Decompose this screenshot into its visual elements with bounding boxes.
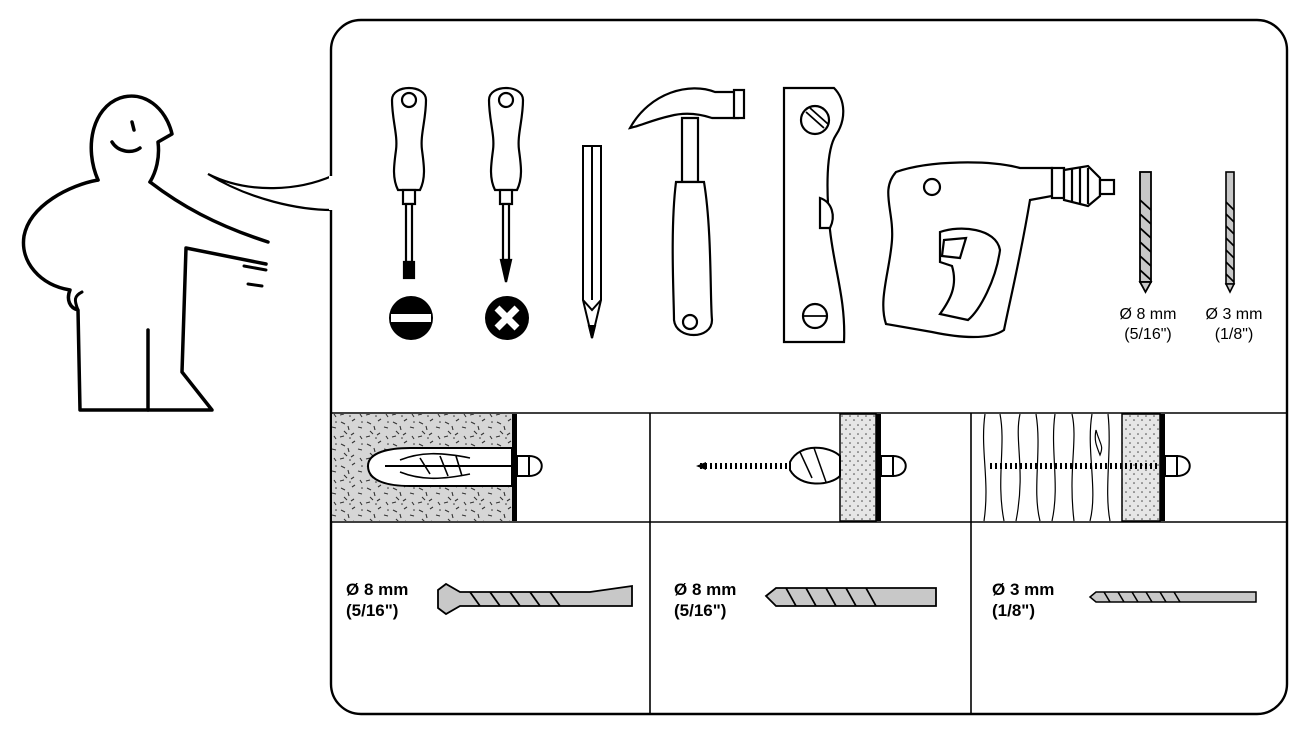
drill-bit-8mm — [1138, 171, 1153, 294]
panel-3-bit-inch: (1/8") — [992, 601, 1036, 620]
panel-1-bit-size: Ø 8 mm — [346, 580, 409, 599]
panel-2-bit-size: Ø 8 mm — [674, 580, 737, 599]
flathead-slot-icon — [389, 296, 433, 340]
panel-1-bit-inch: (5/16") — [346, 601, 399, 620]
masonry-drill-bit-2 — [764, 587, 937, 607]
power-drill — [882, 161, 1116, 339]
character-arm-gesture — [242, 264, 268, 288]
bit-8mm-size-label: Ø 8 mm — [1119, 306, 1177, 323]
pencil — [582, 145, 602, 339]
wood-wall-panel — [972, 413, 1191, 522]
character-face-eye — [130, 120, 136, 132]
plasterboard-wall-panel — [696, 413, 907, 522]
panel-grid — [331, 412, 1287, 714]
hammer — [627, 87, 746, 336]
spirit-level — [782, 86, 846, 344]
phillips-cross-icon — [485, 296, 529, 340]
character-head — [89, 94, 174, 184]
wood-drill-bit — [1088, 591, 1257, 603]
drill-bit-3mm — [1224, 171, 1236, 294]
phillips-screwdriver — [487, 87, 525, 283]
panel-3-bit-size: Ø 3 mm — [992, 580, 1055, 599]
bit-3mm-size-label: Ø 3 mm — [1205, 306, 1263, 323]
concrete-wall-panel — [332, 414, 543, 521]
character-body — [21, 178, 270, 412]
character-face-smile — [110, 140, 142, 154]
bit-3mm-inch-label: (1/8") — [1214, 326, 1254, 343]
masonry-drill-bit-1 — [437, 582, 633, 616]
flathead-screwdriver — [390, 87, 428, 280]
speech-bubble-tail — [207, 173, 334, 212]
panel-2-bit-inch: (5/16") — [674, 601, 727, 620]
bit-8mm-inch-label: (5/16") — [1124, 326, 1172, 343]
character-figure — [21, 94, 270, 412]
